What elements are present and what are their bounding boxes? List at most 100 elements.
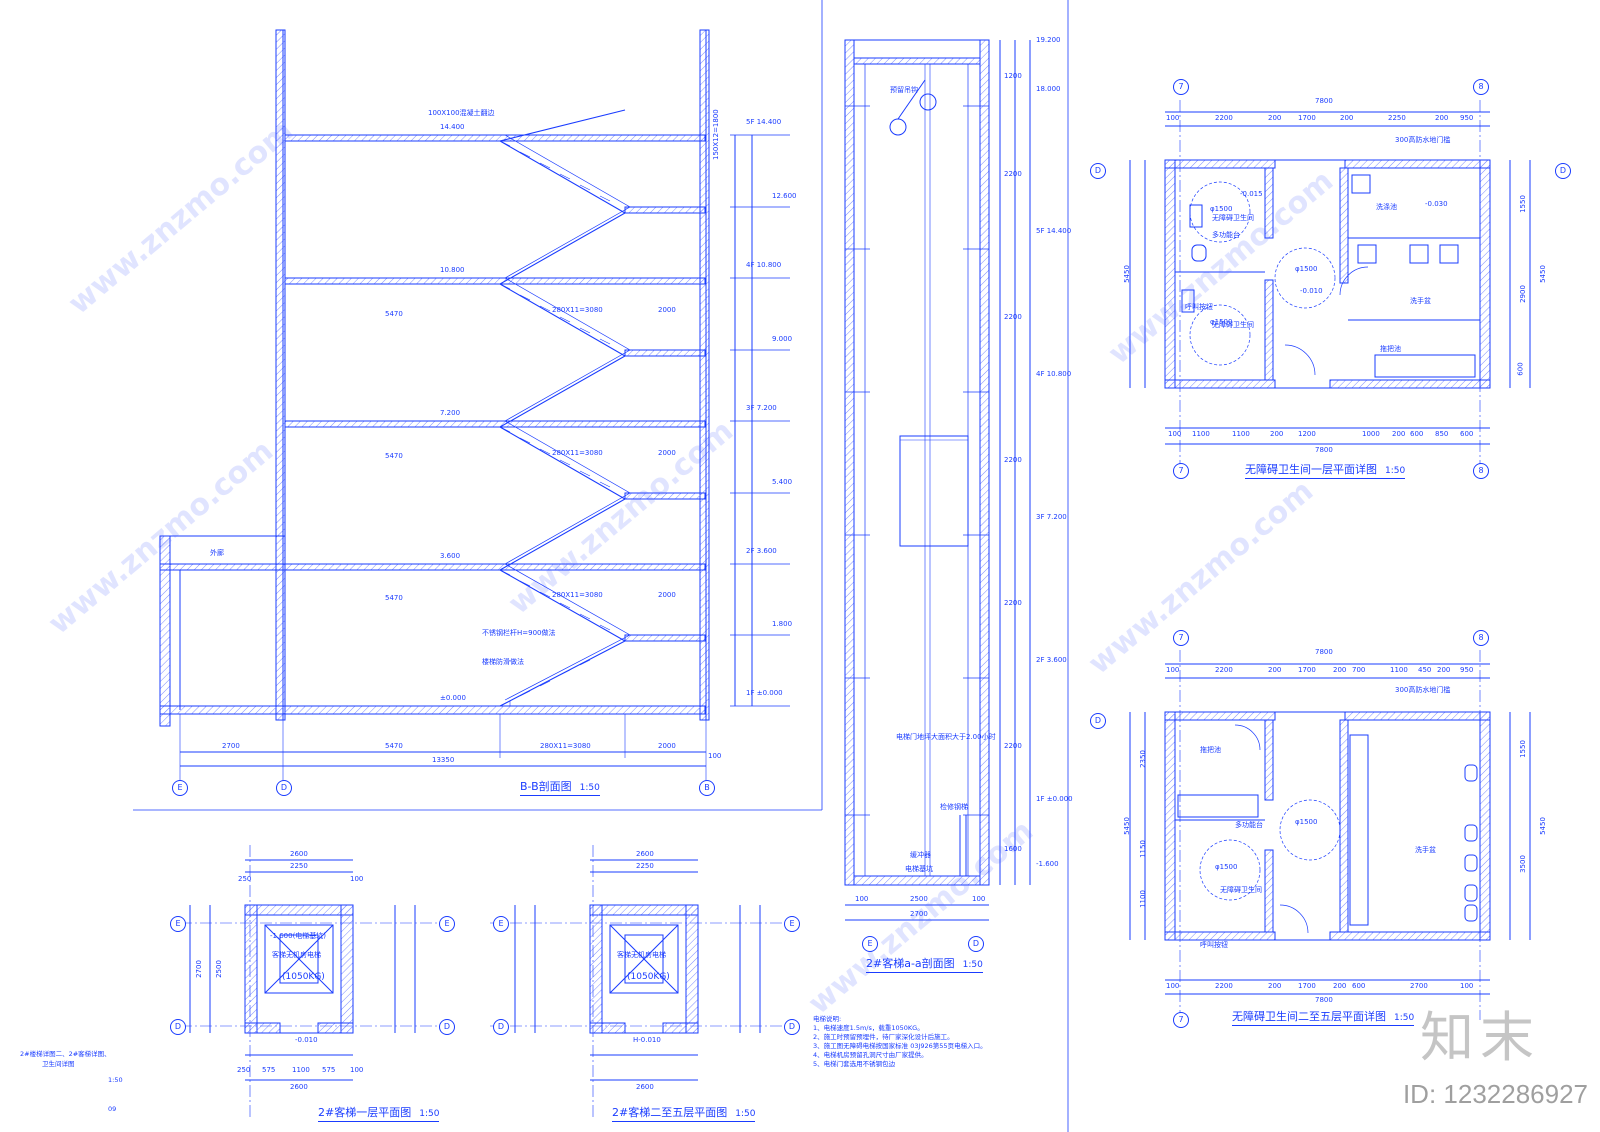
stair-landing-dim: 2000 [658,591,676,599]
toilet-label: 多功能台 [1212,231,1240,239]
stair-level: 4F 10.800 [746,261,782,269]
toilet-dim: 1550 [1518,740,1527,758]
stair-bottom-dim: 2000 [658,742,676,750]
toilet-dim: 2900 [1518,285,1527,303]
toilet-label: 呼叫按钮 [1200,941,1228,949]
elevator-floor-level: -0.010 [295,1036,318,1044]
stair-level: 2F 3.600 [746,547,777,555]
elevator-plan-dim: 250 [238,875,252,883]
toilet-dim: 5450 [1538,817,1547,835]
toilet-label: 300高防水地门槛 [1395,136,1451,144]
toilet-label: φ1500 [1295,818,1318,826]
grid-bubble: 7 [1173,1012,1189,1028]
stair-bottom-dim: 100 [708,752,722,760]
elevator-capacity: (1050KG) [627,972,670,982]
stair-length-dim: 5470 [385,452,403,460]
elevator-plan-dim: 250 [237,1066,251,1074]
elevator-dim: 1200 [1004,72,1022,80]
toilet-label: φ1500 [1295,265,1318,273]
toilet-dim: 2700 [1410,982,1428,990]
elevator-plan-dim: 2250 [636,862,654,870]
toilet-label: 拖把池 [1380,345,1401,353]
stair-bottom-dim: 280X11=3080 [540,742,591,750]
toilet-dim: 200 [1270,430,1284,438]
elevator-level: 4F 10.800 [1036,370,1072,378]
stair-callout: 不锈钢栏杆H=900做法 [482,629,556,637]
toilet-dim: 200 [1268,114,1282,122]
grid-bubble: D [276,780,292,796]
toilet-label: -0.010 [1300,287,1323,295]
toilet-dim: 600 [1410,430,1424,438]
toilet-label: 呼叫按钮 [1185,303,1213,311]
toilet-label: 洗手盆 [1410,297,1431,305]
toilet-plan-1f-drawing [1129,100,1531,470]
stair-left-level: ±0.000 [440,694,466,702]
elevator-plan-dim: 2600 [290,1083,308,1091]
toilet-dim: 200 [1392,430,1406,438]
sheet-caption: 2#楼梯详图二、2#客梯详图、 [20,1050,111,1058]
stair-overall-dim: 13350 [432,756,455,764]
elevator-label: 电梯基坑 [905,865,933,873]
elevator-plan-dim: 575 [322,1066,336,1074]
elevator-level: -1.600 [1036,860,1059,868]
elevator-section-drawing [844,39,1031,921]
toilet-dim: 200 [1268,666,1282,674]
elevator-plan-dim: 2600 [636,1083,654,1091]
elevator-note: 2、施工时预留预埋件，待厂家深化设计后施工。 [813,1033,954,1041]
grid-bubble: B [699,780,715,796]
grid-bubble: D [439,1019,455,1035]
grid-bubble: E [784,916,800,932]
toilet-dim: 100 [1166,982,1180,990]
toilet-dim: 950 [1460,666,1474,674]
grid-bubble: E [439,916,455,932]
toilet-dim: 600 [1352,982,1366,990]
toilet-dim: 100 [1166,114,1180,122]
elevator-base-dim: 2700 [910,910,928,918]
elevator-base-dim: 2500 [910,895,928,903]
stair-level: 5.400 [772,478,793,486]
toilet-label: φ1500 [1210,318,1233,326]
stair-flight-dim: 280X11=3080 [552,306,603,314]
toilet-dim: 100 [1460,982,1474,990]
toilet-dim: 1550 [1518,195,1527,213]
elevator-level: 3F 7.200 [1036,513,1067,521]
toilet-dim: 200 [1340,114,1354,122]
elevator-label: 电梯门地坪大面积大于2.00小时 [896,733,996,741]
toilet-dim: 7800 [1315,446,1333,454]
toilet-dim: 7800 [1315,996,1333,1004]
elevator-plan-dim: 2700 [194,960,203,978]
elevator-level: 5F 14.400 [1036,227,1072,235]
toilet-dim: 1100 [1232,430,1250,438]
toilet-dim: 7800 [1315,648,1333,656]
grid-bubble: E [493,916,509,932]
stair-flight-dim: 280X11=3080 [552,591,603,599]
toilet-dim: 450 [1418,666,1432,674]
grid-bubble: D [968,936,984,952]
elevator-floor-level: H-0.010 [633,1036,661,1044]
toilet-dim: 1100 [1192,430,1210,438]
elevator-note: 3、施工图无障碍电梯按国家标准 03J926第55页电梯入口。 [813,1042,987,1050]
toilet-dim: 850 [1435,430,1449,438]
brand-watermark: 知末 [1420,1006,1540,1069]
elevator-plan-dim: 1100 [292,1066,310,1074]
stair-length-dim: 5470 [385,310,403,318]
toilet-label: 洗手盆 [1415,846,1436,854]
toilet-dim: 200 [1435,114,1449,122]
grid-bubble: D [1555,163,1571,179]
grid-bubble: D [1090,713,1106,729]
elevator-plan-label: 客梯无机房电梯 [617,951,666,959]
elevator-level: 18.000 [1036,85,1061,93]
grid-bubble: 7 [1173,630,1189,646]
stair-bottom-dim: 5470 [385,742,403,750]
stair-level: 9.000 [772,335,793,343]
toilet-dim: 2350 [1138,750,1147,768]
elevator-dim: 1600 [1004,845,1022,853]
stair-length-dim: 5470 [385,594,403,602]
toilet-label: 洗涤池 [1376,203,1397,211]
elevator-dim: 2200 [1004,313,1022,321]
toilet-dim: 200 [1333,982,1347,990]
stair-landing-dim: 2000 [658,306,676,314]
elevator-note: 1、电梯速度1.5m/s，载重1050KG。 [813,1024,924,1032]
